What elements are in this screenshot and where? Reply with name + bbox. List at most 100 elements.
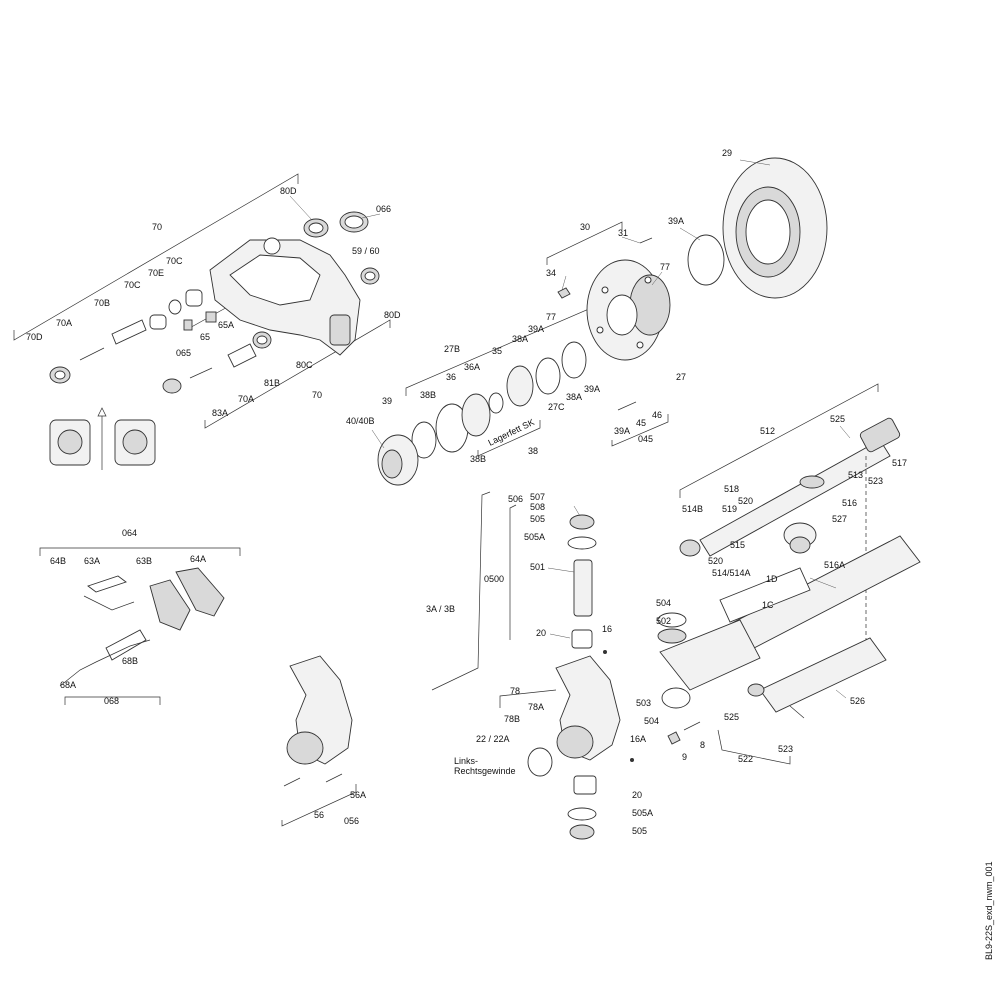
label-506: 506 xyxy=(508,494,523,504)
label-65A: 65A xyxy=(218,320,234,330)
label-78A: 78A xyxy=(528,702,544,712)
label-links: Links- xyxy=(454,756,478,766)
label-517: 517 xyxy=(892,458,907,468)
label-70D: 70D xyxy=(26,332,43,342)
label-39A-top: 39A xyxy=(668,216,684,226)
label-513: 513 xyxy=(848,470,863,480)
sleeve-70C-b xyxy=(149,314,167,330)
label-59-60: 59 / 60 xyxy=(352,246,380,256)
label-518: 518 xyxy=(724,484,739,494)
seal-503 xyxy=(661,687,691,709)
label-525-top: 525 xyxy=(830,414,845,424)
nut-9 xyxy=(667,731,681,745)
ring-70E xyxy=(168,299,182,315)
nut-34 xyxy=(557,287,571,299)
nut-22 xyxy=(527,747,553,777)
bushing-20-top xyxy=(571,629,593,649)
label-9: 9 xyxy=(682,752,687,762)
label-504-bottom: 504 xyxy=(644,716,659,726)
bolt-70A-bottom xyxy=(189,367,213,379)
hub-group xyxy=(377,157,828,486)
label-065: 065 xyxy=(176,348,191,358)
label-22-22A: 22 / 22A xyxy=(476,734,510,744)
cap-83A xyxy=(162,378,182,394)
label-29: 29 xyxy=(722,148,732,158)
bracket-1C xyxy=(719,567,811,623)
label-46: 46 xyxy=(652,410,662,420)
bracket-045 xyxy=(611,414,669,447)
ball-joint-514 xyxy=(679,539,701,557)
label-1D: 1D xyxy=(766,574,778,584)
bracket-064 xyxy=(39,547,241,556)
label-504-top: 504 xyxy=(656,598,671,608)
label-520-a: 520 xyxy=(738,496,753,506)
label-35: 35 xyxy=(492,346,502,356)
spring-63A xyxy=(87,575,127,593)
orientation-inset xyxy=(49,407,156,470)
label-83A: 83A xyxy=(212,408,228,418)
label-70-bottom: 70 xyxy=(312,390,322,400)
brake-disc-29 xyxy=(722,157,828,299)
bracket-512 xyxy=(679,383,879,498)
label-80D-top: 80D xyxy=(280,186,297,196)
wire-68A xyxy=(59,639,151,687)
bolt-56 xyxy=(283,777,301,787)
label-523-top: 523 xyxy=(868,476,883,486)
label-519: 519 xyxy=(722,504,737,514)
ring-39A-top xyxy=(687,234,725,286)
label-045: 045 xyxy=(638,434,653,444)
tie-rod-513 xyxy=(699,439,891,557)
sleeve-70C-a xyxy=(185,289,203,307)
pad-group xyxy=(39,547,241,705)
label-lagerfett: Lagerfett SK xyxy=(486,417,535,448)
label-16: 16 xyxy=(602,624,612,634)
label-27C: 27C xyxy=(548,402,565,412)
bushing-20-bottom xyxy=(573,775,597,795)
label-30: 30 xyxy=(580,222,590,232)
kingpin-group xyxy=(431,491,687,840)
bearing-35 xyxy=(506,365,534,407)
bracket-78 xyxy=(499,689,557,708)
pad-64B xyxy=(149,579,191,631)
label-70E: 70E xyxy=(148,268,164,278)
label-81B: 81B xyxy=(264,378,280,388)
label-36A: 36A xyxy=(464,362,480,372)
label-508: 508 xyxy=(530,502,545,512)
label-40-40B: 40/40B xyxy=(346,416,375,426)
ring-39 xyxy=(411,421,437,459)
label-27B: 27B xyxy=(444,344,460,354)
cap-505-bottom xyxy=(569,824,595,840)
caliper-group xyxy=(13,173,391,429)
bracket-056 xyxy=(281,784,357,827)
label-39A-right: 39A xyxy=(584,384,600,394)
label-36: 36 xyxy=(446,372,456,382)
bolt-45 xyxy=(617,401,637,411)
bolt-31 xyxy=(639,237,653,244)
ring-36A xyxy=(488,392,504,414)
seal-80C xyxy=(252,331,272,349)
caliper-boss xyxy=(263,237,281,255)
label-31: 31 xyxy=(618,228,628,238)
wheel-hub-27 xyxy=(586,259,671,361)
label-38A-mid: 38A xyxy=(512,334,528,344)
label-38: 38 xyxy=(528,446,538,456)
label-80C: 80C xyxy=(296,360,313,370)
shim-505A-top xyxy=(567,536,597,550)
bolt-523 xyxy=(789,705,805,719)
pin-70B xyxy=(111,319,147,345)
label-34: 34 xyxy=(546,268,556,278)
leader-lines xyxy=(289,159,851,699)
label-505A-top: 505A xyxy=(524,532,545,542)
caliper-mount xyxy=(329,314,351,346)
bracket-70-bottom xyxy=(204,319,391,429)
label-520-b: 520 xyxy=(708,556,723,566)
label-77-top: 77 xyxy=(660,262,670,272)
label-56A: 56A xyxy=(350,790,366,800)
label-515: 515 xyxy=(730,540,745,550)
label-39A-bottom: 39A xyxy=(614,426,630,436)
bracket-70-top xyxy=(13,173,299,341)
label-63A: 63A xyxy=(84,556,100,566)
cap-505-top xyxy=(569,514,595,530)
bracket-3A3B xyxy=(431,491,491,691)
bolt-56A xyxy=(325,773,343,783)
